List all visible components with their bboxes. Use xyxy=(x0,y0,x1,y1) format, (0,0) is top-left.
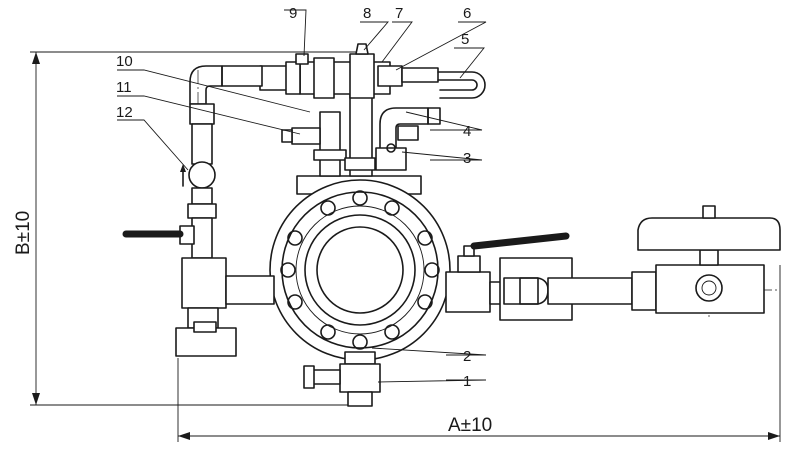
dimension-a-label: A±10 xyxy=(448,415,492,436)
callout-2: 2 xyxy=(463,348,471,365)
dimension-b-label: B±10 xyxy=(13,211,34,255)
top-trim-assembly xyxy=(259,43,486,177)
left-bypass-pipe xyxy=(122,65,275,357)
drain-valve xyxy=(303,351,381,407)
alarm-gong xyxy=(547,205,781,314)
callout-9: 9 xyxy=(289,5,297,22)
callout-labels: 9 8 7 6 5 10 11 12 4 3 2 1 xyxy=(116,5,471,390)
callout-5: 5 xyxy=(461,31,469,48)
callout-6: 6 xyxy=(463,5,471,22)
callout-10: 10 xyxy=(116,53,133,70)
callout-11: 11 xyxy=(116,79,132,96)
dimension-b: B±10 xyxy=(13,51,360,406)
main-valve-body xyxy=(269,175,451,361)
callout-3: 3 xyxy=(463,150,471,167)
callout-8: 8 xyxy=(363,5,371,22)
callout-7: 7 xyxy=(395,5,403,22)
callout-4: 4 xyxy=(463,123,471,140)
callout-leaders xyxy=(117,9,487,383)
callout-12: 12 xyxy=(116,104,133,121)
dimension-a: A±10 xyxy=(177,265,781,442)
callout-1: 1 xyxy=(463,373,471,390)
